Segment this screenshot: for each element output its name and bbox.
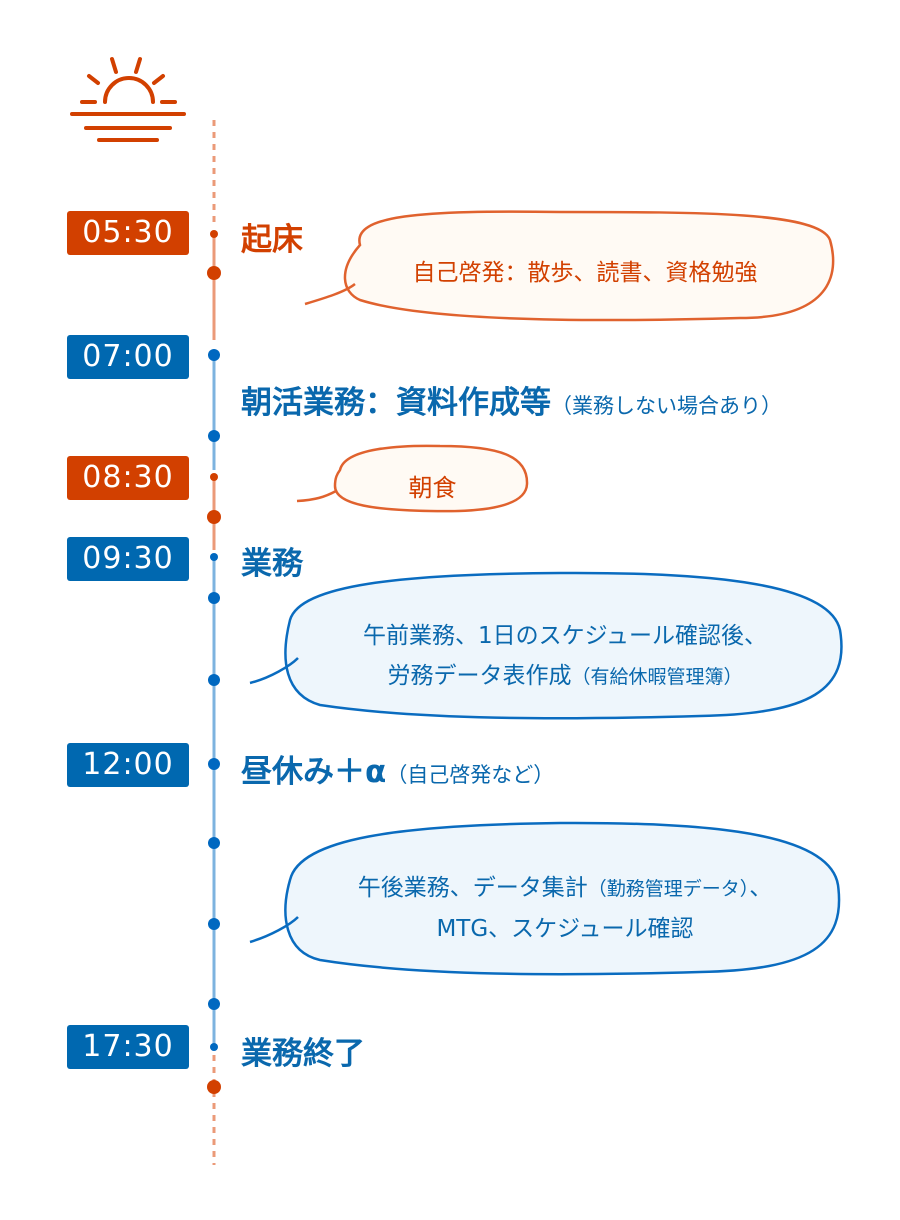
event-label-note: （業務しない場合あり） [551,394,782,418]
bubble-pm-work-line2: MTG、スケジュール確認 [436,916,694,942]
event-label-text: 業務 [241,546,303,582]
bubble-pm-work-text: 午後業務、データ集計（勤務管理データ）、 MTG、スケジュール確認 [300,868,830,949]
bubble-self-dev-text: 自己啓発：散歩、読書、資格勉強 [412,260,758,286]
event-label-text: 起床 [241,222,303,258]
time-badge-0700: 07:00 [67,335,189,379]
bubble-breakfast-outline [296,444,529,513]
bubble-pm-work-line1: 午後業務、データ集計（勤務管理データ）、 [300,868,830,909]
bubble-am-work-line2: 労務データ表作成（有給休暇管理簿） [300,656,830,697]
bubble-self-dev-outline [304,210,835,322]
timeline-dots [207,230,221,1094]
bubble-pm-work-line1-tail: 、 [749,875,773,901]
time-badge-0930: 09:30 [67,537,189,581]
time-badge-1730: 17:30 [67,1025,189,1069]
bubble-breakfast-text: 朝食 [408,474,457,502]
time-badge-1200: 12:00 [67,743,189,787]
bubble-am-work-text: 午前業務、1日のスケジュール確認後、 労務データ表作成（有給休暇管理簿） [300,616,830,697]
event-label-text: 朝活業務：資料作成等 [241,385,551,421]
event-label-end-work: 業務終了 [241,1028,365,1073]
bubble-pm-work-line1-main: 午後業務、データ集計 [357,875,588,901]
bubble-am-work-line2-main: 労務データ表作成 [387,663,572,689]
bubble-am-work-outline [249,571,843,720]
event-label-wake-up: 起床 [241,214,303,259]
event-label-lunch: 昼休み＋α（自己啓発など） [241,746,554,791]
bubble-pm-work-outline [249,821,841,976]
time-badge-0830: 08:30 [67,456,189,500]
event-label-note: （自己啓発など） [386,763,555,787]
bubble-pm-work-line1-note: （勤務管理データ） [587,878,750,900]
bubble-am-work-line1: 午前業務、1日のスケジュール確認後、 [362,623,768,649]
sunrise-icon [70,57,186,142]
event-label-text: 業務終了 [241,1036,365,1072]
bubble-am-work-line2-note: （有給休暇管理簿） [571,666,743,688]
event-label-work: 業務 [241,538,303,583]
event-label-morning-work: 朝活業務：資料作成等（業務しない場合あり） [241,377,782,422]
event-label-text: 昼休み＋α [241,754,387,790]
time-badge-0530: 05:30 [67,211,189,255]
